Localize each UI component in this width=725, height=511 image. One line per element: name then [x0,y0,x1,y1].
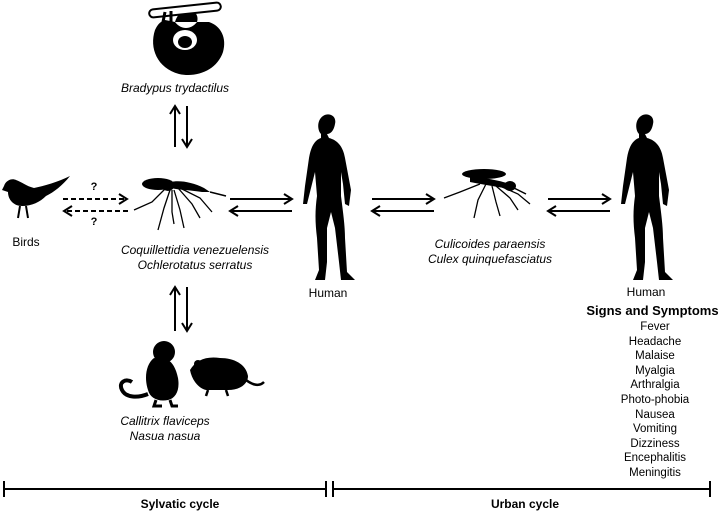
mosquito-icon [130,168,230,238]
birds-label: Birds [12,235,40,249]
urban-vector-1: Culicoides paraensis [434,237,546,251]
sloth-species-label: Bradypus trydactilus [120,81,230,95]
question-mark-upper: ? [90,181,98,193]
symptom-item: Vomiting [632,423,678,436]
mammal-host-2: Nasua nasua [129,429,201,443]
human-urban-vector-arrows [370,193,436,217]
sloth-icon [135,0,235,78]
symptom-item: Encephalitis [623,452,686,465]
symptom-item: Arthralgia [630,379,680,392]
bird-icon [0,172,72,222]
vector-human-arrows [228,193,294,217]
sylvatic-cycle-label: Sylvatic cycle [140,497,220,511]
bird-vector-arrowheads [62,193,129,217]
human-label-2: Human [626,285,666,299]
human-label-1: Human [308,286,348,300]
symptom-item: Dizziness [630,437,680,450]
human-icon [297,112,361,282]
symptom-item: Fever [640,321,670,333]
sylvatic-vector-2: Ochlerotatus serratus [137,258,253,272]
question-mark-lower: ? [90,216,98,228]
urban-vector-2: Culex quinquefasciatus [427,252,553,266]
symptom-item: Myalgia [635,364,675,377]
midge-icon [440,162,540,232]
symptom-item: Malaise [635,350,675,363]
cycle-brackets [3,481,711,497]
urban-cycle-label: Urban cycle [490,497,560,511]
symptom-item: Nausea [635,408,675,421]
symptom-item: Photo-phobia [620,393,690,406]
rodent-icon [186,350,266,400]
symptom-item: Meningitis [629,466,681,479]
mammal-vector-arrows [169,285,193,333]
sylvatic-vector-1: Coquillettidia venezuelensis [120,243,270,257]
urban-vector-human-arrows [546,193,612,217]
bird-vector-arrows [63,198,128,212]
mammal-host-1: Callitrix flaviceps [120,414,210,428]
human-icon [615,112,679,282]
monkey-icon [116,338,188,408]
sloth-vector-arrows [169,104,193,149]
symptom-item: Headache [628,335,682,348]
symptoms-title: Signs and Symptoms [586,303,719,318]
